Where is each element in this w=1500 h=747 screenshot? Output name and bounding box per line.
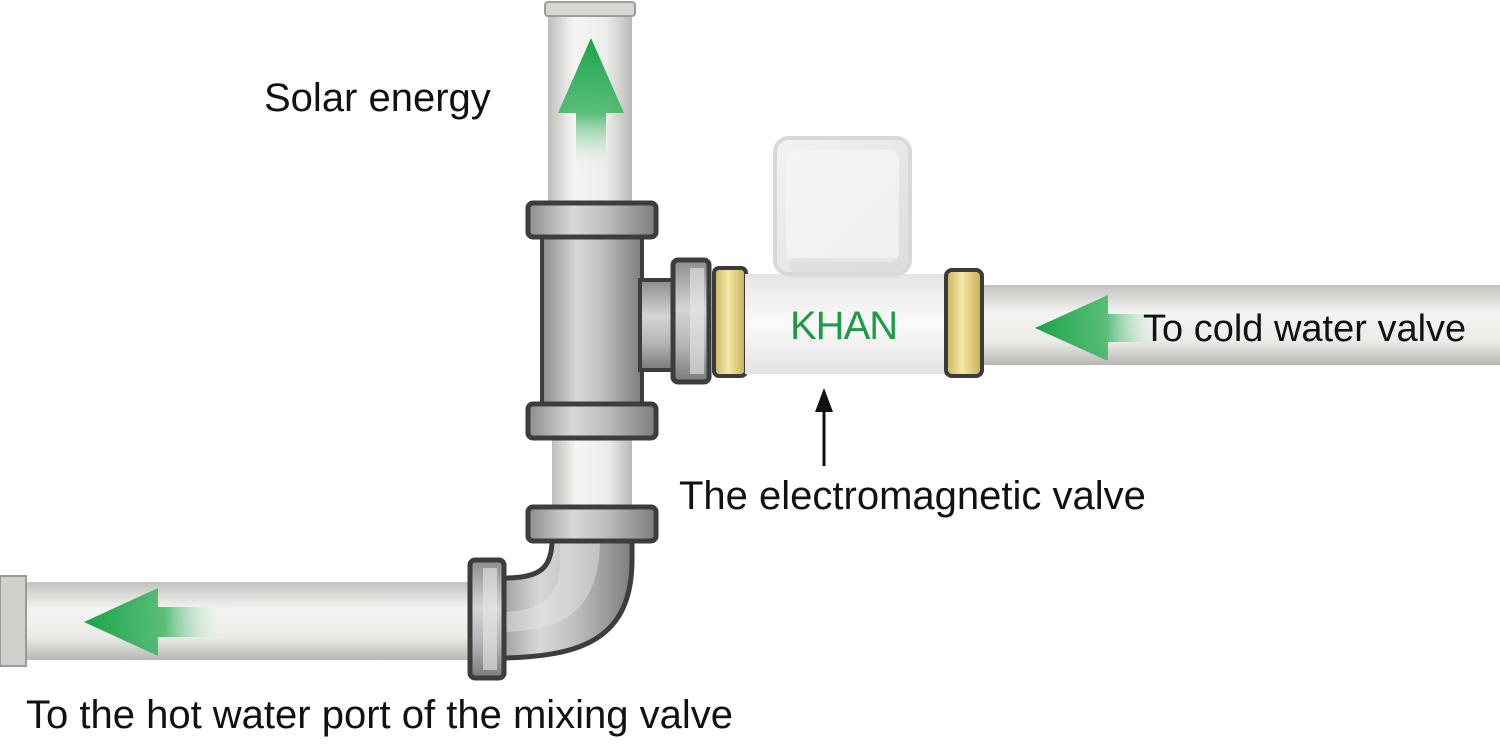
elbow-fitting xyxy=(467,504,659,681)
flow-arrow-icon xyxy=(558,38,624,175)
valve-brand-label: KHAN xyxy=(790,304,898,348)
hot-water-port-label: To the hot water port of the mixing valv… xyxy=(26,693,734,737)
flow-arrow-icon xyxy=(84,588,230,656)
flow-arrow-icon xyxy=(1035,295,1165,361)
pointer-arrow-icon xyxy=(815,388,833,466)
solar-energy-label: Solar energy xyxy=(264,76,491,120)
tee-fitting xyxy=(525,200,712,441)
electromagnetic-valve-label: The electromagnetic valve xyxy=(679,474,1146,518)
brass-coupling-right xyxy=(944,268,984,378)
riser-pipe xyxy=(552,436,632,512)
hot-water-pipe xyxy=(0,575,482,667)
cold-water-valve-label: To cold water valve xyxy=(1143,308,1467,350)
brass-coupling-left xyxy=(712,266,748,378)
electromagnetic-valve xyxy=(745,136,950,374)
